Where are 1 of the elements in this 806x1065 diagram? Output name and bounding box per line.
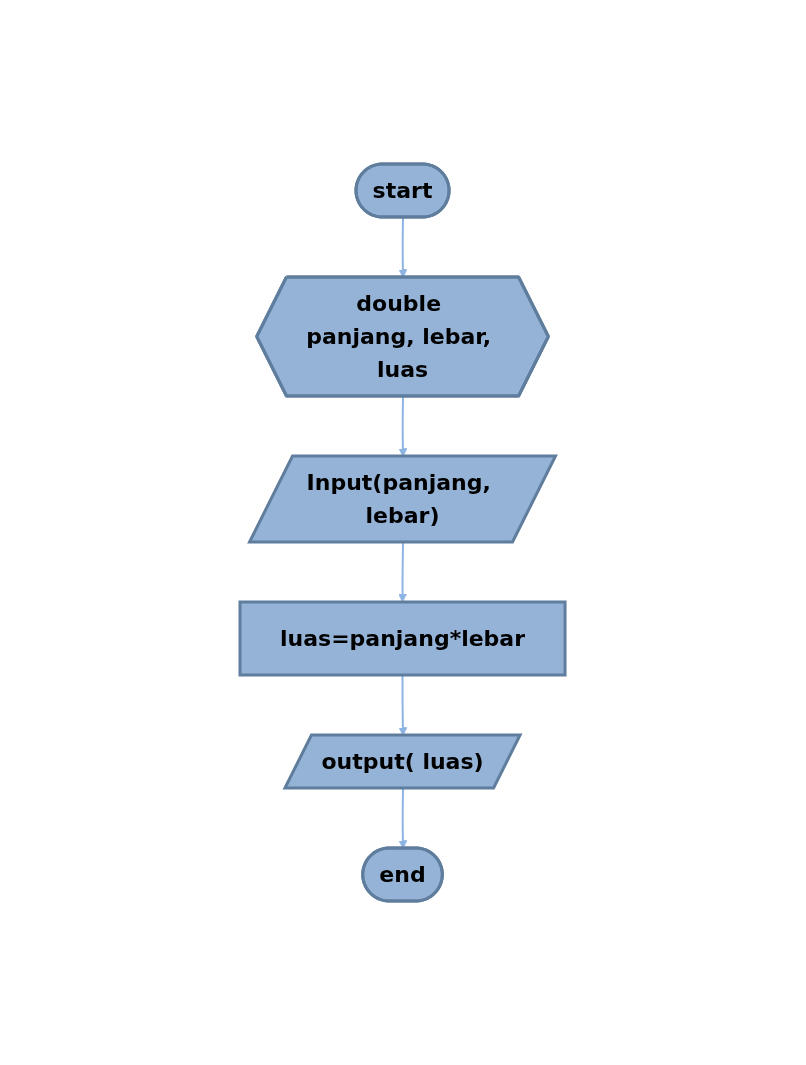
node-box: luas=panjang*lebar — [238, 600, 567, 677]
